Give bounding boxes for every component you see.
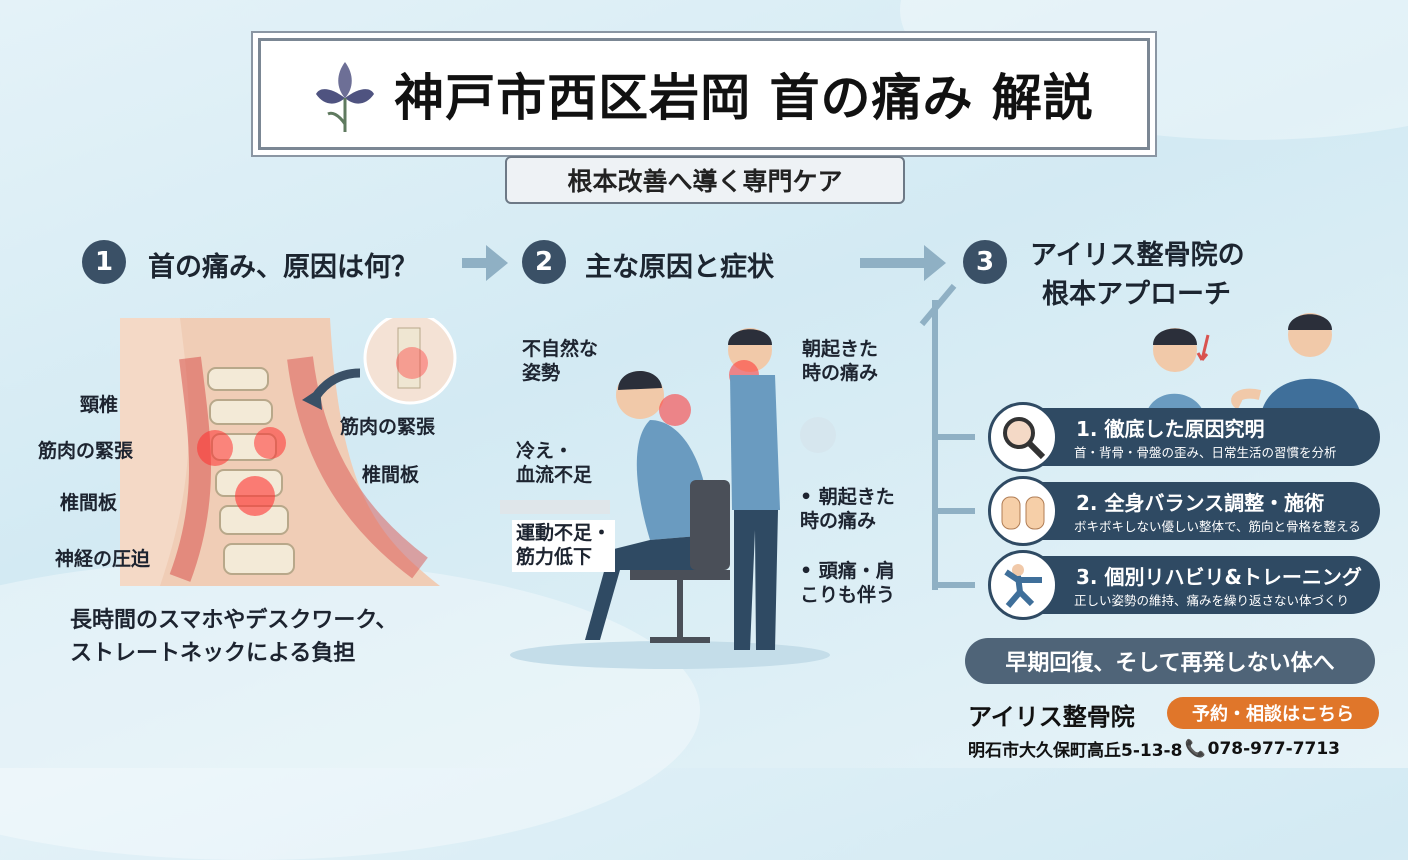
address: 明石市大久保町高丘5-13-8 xyxy=(968,741,1183,761)
step-3-title: 3. 個別リハビリ&トレーニング xyxy=(1076,565,1362,589)
title-banner: 神戸市西区岩岡 首の痛み 解説 xyxy=(258,38,1150,150)
step-1-title: 1. 徹底した原因究明 xyxy=(1076,417,1265,441)
step-2-title: 2. 全身バランス調整・施術 xyxy=(1076,491,1325,515)
bullet-morning-pain: • 朝起きた 時の痛み xyxy=(800,486,895,532)
label-cold-bloodflow: 冷え・ 血流不足 xyxy=(516,440,593,486)
reservation-button[interactable]: 予約・相談はこちら xyxy=(1167,697,1379,729)
slogan-banner: 早期回復、そして再発しない体へ xyxy=(965,638,1375,684)
approach-step-3: 3. 個別リハビリ&トレーニング 正しい姿勢の維持、痛みを繰り返さない体づくり xyxy=(988,550,1380,620)
label-cervical: 頸椎 xyxy=(80,394,119,416)
approach-step-1: 1. 徹底した原因究明 首・背骨・骨盤の歪み、日常生活の習慣を分析 xyxy=(988,402,1380,472)
subtitle-tab: 根本改善へ導く専門ケア xyxy=(505,156,905,204)
phone-icon: 📞 xyxy=(1184,738,1206,759)
label-nerve-compression: 神経の圧迫 xyxy=(55,548,151,570)
section-2-title: 主な原因と症状 xyxy=(585,252,774,283)
step-number-2: 2 xyxy=(522,240,566,284)
arrow-1-head xyxy=(486,245,508,281)
label-disc-right: 椎間板 xyxy=(362,464,420,486)
neck-anatomy-illustration xyxy=(120,318,457,586)
caption-line2: ストレートネックによる負担 xyxy=(70,641,356,666)
doctor-patient-illustration xyxy=(1145,313,1362,420)
step-2-desc: ボキボキしない優しい整体で、筋向と骨格を整える xyxy=(1074,519,1361,534)
label-unnatural-posture: 不自然な 姿勢 xyxy=(522,338,599,384)
flow-line-top xyxy=(919,283,957,327)
bullet-headache: • 頭痛・肩 こりも伴う xyxy=(800,560,896,606)
exercise-icon xyxy=(988,550,1058,620)
caption-line1: 長時間のスマホやデスクワーク、 xyxy=(70,608,398,633)
page-title: 神戸市西区岩岡 首の痛み 解説 xyxy=(394,69,1094,127)
approach-step-2: 2. 全身バランス調整・施術 ボキボキしない優しい整体で、筋向と骨格を整える xyxy=(988,476,1380,546)
arrow-2-head xyxy=(924,245,946,281)
posture-illustration xyxy=(500,328,836,669)
step-number-3: 3 xyxy=(963,240,1007,284)
hands-icon xyxy=(988,476,1058,546)
section-1-title: 首の痛み、原因は何？ xyxy=(148,252,418,283)
flow-line xyxy=(932,300,938,590)
arrow-1 xyxy=(462,258,488,268)
iris-flower-icon xyxy=(316,62,375,132)
branch-1 xyxy=(935,434,975,440)
step-1-desc: 首・背骨・骨盤の歪み、日常生活の習慣を分析 xyxy=(1074,445,1337,460)
label-disc-left: 椎間板 xyxy=(60,492,118,514)
label-lack-of-exercise: 運動不足・ 筋力低下 xyxy=(512,520,616,572)
clinic-name: アイリス整骨院 xyxy=(968,703,1135,731)
step-number-1: 1 xyxy=(82,240,126,284)
section-3-title-line1: アイリス整骨院の xyxy=(1030,240,1245,271)
section-3-title-line2: 根本アプローチ xyxy=(1042,279,1231,310)
arrow-2 xyxy=(860,258,926,268)
label-muscle-tension-left: 筋肉の緊張 xyxy=(38,440,134,462)
label-morning-pain: 朝起きた 時の痛み xyxy=(802,338,879,384)
phone-number[interactable]: 078-977-7713 xyxy=(1207,738,1341,759)
step-3-desc: 正しい姿勢の維持、痛みを繰り返さない体づくり xyxy=(1074,593,1350,608)
magnifier-icon xyxy=(988,402,1058,472)
branch-3 xyxy=(935,582,975,588)
branch-2 xyxy=(935,508,975,514)
label-muscle-tension-right: 筋肉の緊張 xyxy=(340,416,436,438)
contact-line: 明石市大久保町高丘5-13-8 📞 078-977-7713 xyxy=(968,736,1341,762)
